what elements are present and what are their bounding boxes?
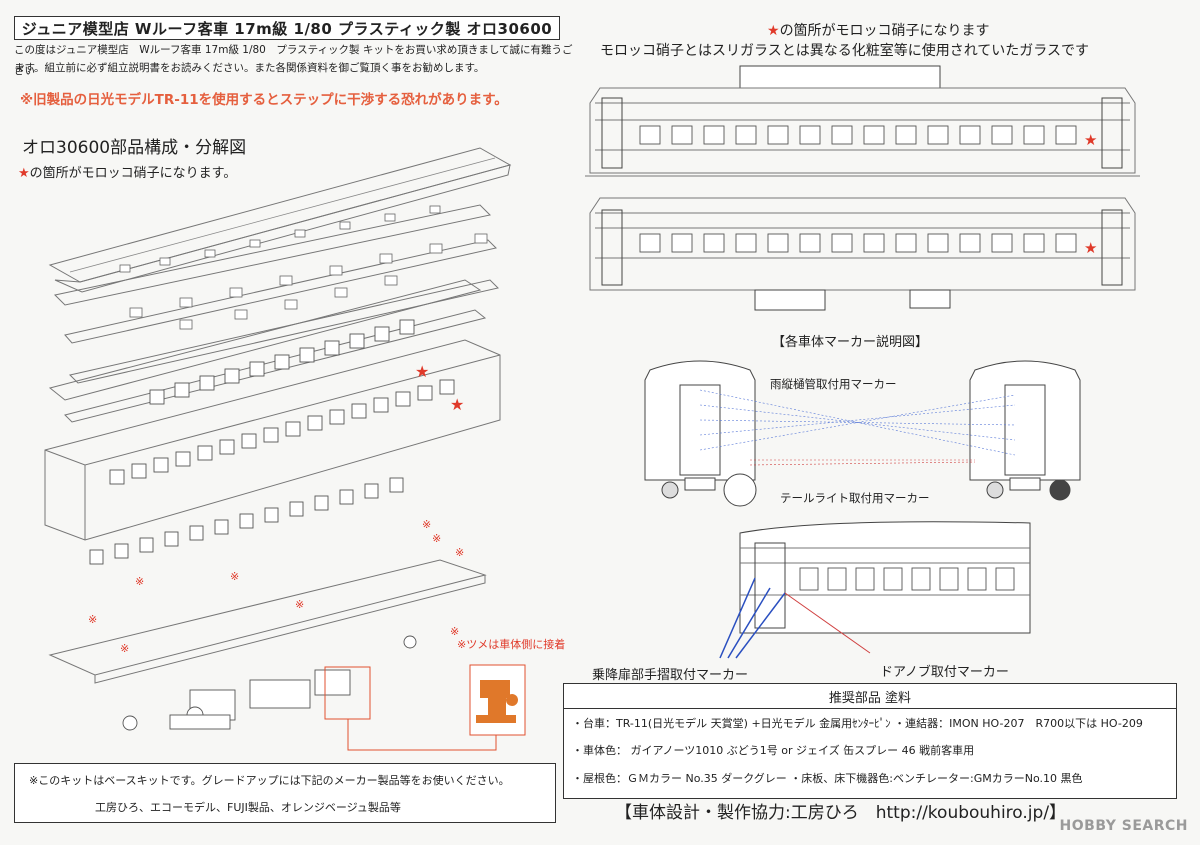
taillight-marker-label: テールライト取付用マーカー	[780, 491, 930, 505]
roof-part	[48, 147, 512, 293]
parts-diagram-title: オロ30600部品構成・分解図	[22, 138, 247, 158]
side-view-lower-windows	[639, 233, 1077, 253]
detail-windows	[799, 567, 1015, 591]
side-view-upper-windows	[639, 125, 1077, 145]
svg-text:※: ※	[432, 532, 441, 545]
recommended-heading: 推奨部品 塗料	[564, 684, 1176, 709]
end-view-diagrams	[644, 360, 1081, 507]
end-view-left	[644, 360, 757, 507]
handrail-marker-label: 乗降扉部手摺取付マーカー	[592, 668, 749, 683]
morocco-glass-marks: ※※※ ※※※ ※※※	[88, 518, 464, 655]
svg-text:※: ※	[422, 518, 431, 531]
svg-text:※: ※	[295, 598, 304, 611]
side-view-lower	[589, 197, 1136, 311]
handrail-marker-lines	[719, 577, 786, 659]
rec-line-body-color: ・車体色： ガイアノーツ1010 ぶどう1号 or ジェイズ 缶スプレー 46 …	[572, 744, 975, 757]
design-credit: 【車体設計・製作協力:工房ひろ http://koubouhiro.jp/】	[615, 803, 1067, 823]
side-star-2: ★	[1084, 239, 1097, 257]
coupler-part-orange	[476, 680, 518, 723]
svg-text:※: ※	[455, 546, 464, 559]
glass-parts	[89, 477, 404, 565]
svg-text:※: ※	[88, 613, 97, 626]
doorknob-marker-lines	[784, 592, 871, 654]
gutter-marker-label: 雨縦樋管取付用マーカー	[770, 377, 897, 391]
floor-part	[48, 559, 487, 684]
intro-text-2: ます。組立前に必ず組立説明書をお読みください。また各関係資料を御ご覧頂く事をお勧…	[14, 62, 485, 74]
underfloor-equipment	[122, 635, 417, 731]
car-body-part	[44, 279, 501, 541]
warning-text: ※旧製品の日光モデルTR-11を使用するとステップに干渉する恐れがあります。	[20, 92, 508, 108]
door-detail-diagram	[719, 521, 1031, 659]
upper-roof-part	[53, 204, 499, 384]
rec-line-roof-color: ・屋根色：ＧＭカラー No.35 ダークグレー ・床板、床下機器色:ベンチレータ…	[572, 772, 1083, 785]
star-icon-right: ★	[767, 23, 780, 39]
left-star-note: ★の箇所がモロッコ硝子になります。	[18, 166, 237, 181]
star-marker-1: ★	[415, 362, 429, 381]
rec-line-truck: ・台車：TR-11(日光モデル 天賞堂) +日光モデル 金属用ｾﾝﾀｰﾋﾟﾝ ・…	[572, 717, 1143, 730]
kit-title: ジュニア模型店 Wルーフ客車 17m級 1/80 プラスティック製 オロ3060…	[14, 16, 560, 40]
marker-diagram-title: 【各車体マーカー説明図】	[772, 335, 929, 350]
star-icon: ★	[18, 166, 30, 181]
ventilator-parts	[119, 205, 488, 330]
svg-text:※: ※	[120, 642, 129, 655]
exploded-parts-diagram: ★ ★ ※※※ ※※※ ※※※	[44, 147, 526, 751]
base-kit-line2: 工房ひろ、エコーモデル、FUJI製品、オレンジベージュ製品等	[95, 801, 401, 814]
svg-text:※: ※	[135, 575, 144, 588]
recommended-parts-box: 推奨部品 塗料 ・台車：TR-11(日光モデル 天賞堂) +日光モデル 金属用ｾ…	[563, 683, 1177, 799]
intro-text-1: この度はジュニア模型店 Wルーフ客車 17m級 1/80 プラスティック製 キッ…	[14, 44, 573, 77]
doorknob-marker-label: ドアノブ取付マーカー	[880, 665, 1009, 680]
claw-note: ※ツメは車体側に接着	[457, 638, 566, 651]
end-view-right	[969, 360, 1081, 501]
body-windows	[109, 319, 455, 485]
svg-text:※: ※	[450, 625, 459, 638]
star-marker-2: ★	[450, 395, 464, 414]
taillight-marker-lines	[749, 459, 976, 466]
base-kit-box: ※このキットはベースキットです。グレードアップには下記のメーカー製品等をお使いく…	[14, 763, 556, 823]
gutter-marker-lines	[699, 389, 1016, 456]
hobbysearch-watermark: HOBBY SEARCH	[1059, 818, 1188, 834]
svg-text:※: ※	[230, 570, 239, 583]
side-view-diagrams: ★ ★	[585, 65, 1140, 311]
base-kit-line1: ※このキットはベースキットです。グレードアップには下記のメーカー製品等をお使いく…	[29, 774, 510, 787]
morocco-glass-note: モロッコ硝子とはスリガラスとは異なる化粧室等に使用されていたガラスです	[600, 43, 1090, 59]
side-star-1: ★	[1084, 131, 1097, 149]
right-star-note: ★の箇所がモロッコ硝子になります	[767, 23, 990, 39]
side-view-upper	[585, 65, 1140, 177]
